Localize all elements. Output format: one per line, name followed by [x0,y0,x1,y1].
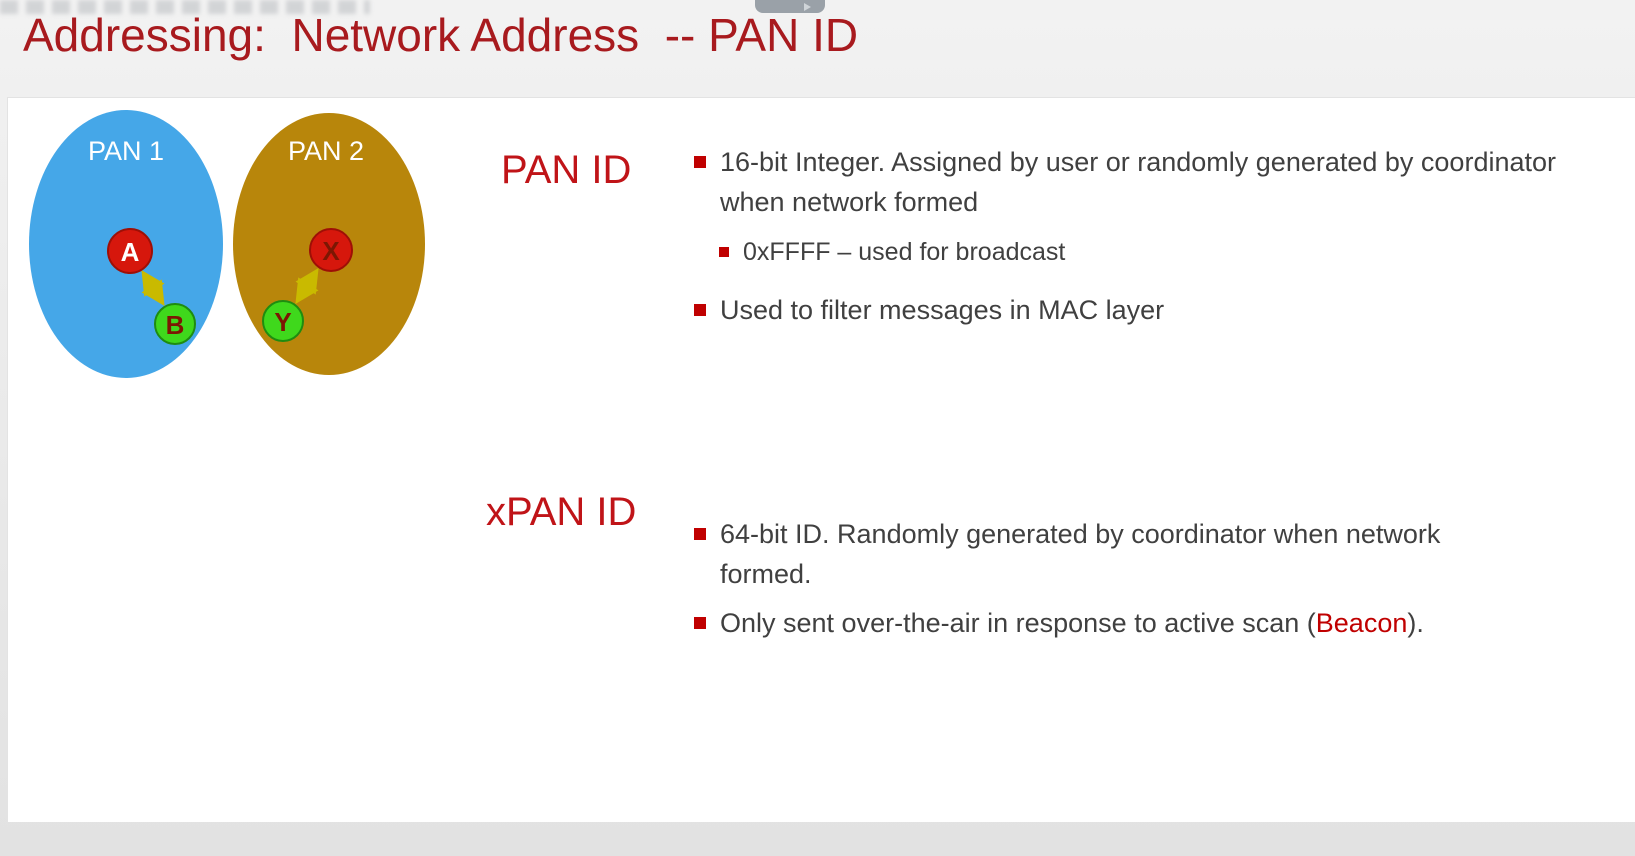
bullet-item: Only sent over-the-air in response to ac… [694,603,1504,643]
beacon-highlight: Beacon [1315,608,1408,638]
slide-content: PAN 1 PAN 2 A B X Y PAN ID 16-bit Intege… [7,97,1635,822]
node-y-circle [262,300,304,342]
slide-title: Addressing: Network Address -- PAN ID [23,9,859,61]
top-pill [755,0,825,13]
bullet-square-icon [694,617,706,629]
node-b-label: B [166,310,185,340]
bullet-text: 16-bit Integer. Assigned by user or rand… [720,147,1556,217]
bullet-square-icon [694,304,706,316]
node-a-label: A [121,237,140,267]
node-y-label: Y [274,307,291,337]
pan-diagram: PAN 1 PAN 2 A B X Y [29,110,425,378]
bullet-text-part: ). [1407,608,1424,638]
pan1-link-arrow [141,269,165,307]
node-a-circle [107,228,153,274]
sub-bullet-text: 0xFFFF – used for broadcast [743,238,1066,266]
node-x-label: X [322,236,340,266]
pan1-label: PAN 1 [88,136,164,166]
watermark-smudge [0,0,370,14]
node-x-circle [309,228,353,272]
bullet-text: Used to filter messages in MAC layer [720,295,1165,325]
bullet-text: Only sent over-the-air in response to ac… [720,603,1424,643]
sub-bullet-item: 0xFFFF – used for broadcast [719,234,1566,270]
node-b-circle [154,303,196,345]
pan-id-heading: PAN ID [501,148,632,192]
xpan-id-heading: xPAN ID [486,490,637,534]
pan2-label: PAN 2 [288,136,364,166]
bullet-text-part: Only sent over-the-air in response to ac… [720,608,1316,638]
bullet-square-icon [719,247,729,257]
bullet-square-icon [694,528,706,540]
pan2-link-arrow [295,267,319,305]
xpan-id-bullets: 64-bit ID. Randomly generated by coordin… [694,514,1504,643]
pill-arrow-icon [804,3,811,11]
bullet-text: 64-bit ID. Randomly generated by coordin… [720,519,1441,589]
bullet-item: 64-bit ID. Randomly generated by coordin… [694,514,1504,594]
bullet-item: Used to filter messages in MAC layer [694,290,1566,330]
pan-id-bullets: 16-bit Integer. Assigned by user or rand… [694,142,1566,330]
bullet-square-icon [694,156,706,168]
bullet-item: 16-bit Integer. Assigned by user or rand… [694,142,1566,222]
